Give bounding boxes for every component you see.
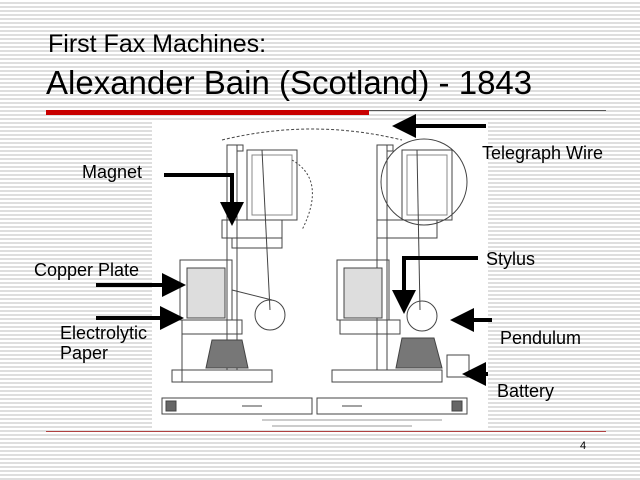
footer-rule xyxy=(46,431,606,432)
fax-machine-drawing xyxy=(152,120,488,430)
label-copper-plate: Copper Plate xyxy=(34,260,140,280)
page-number: 4 xyxy=(580,440,587,452)
label-pendulum: Pendulum xyxy=(500,328,582,348)
slide-title-line2: Alexander Bain (Scotland) - 1843 xyxy=(46,64,533,101)
label-telegraph-wire: Telegraph Wire xyxy=(482,143,604,163)
label-battery: Battery xyxy=(497,381,555,401)
label-stylus: Stylus xyxy=(486,249,536,269)
label-electrolytic-line1: Electrolytic xyxy=(60,323,148,343)
title-accent-bar xyxy=(46,110,369,115)
label-magnet: Magnet xyxy=(82,162,143,182)
slide-title-line1: First Fax Machines: xyxy=(48,30,267,58)
label-electrolytic-line2: Paper xyxy=(60,343,109,363)
